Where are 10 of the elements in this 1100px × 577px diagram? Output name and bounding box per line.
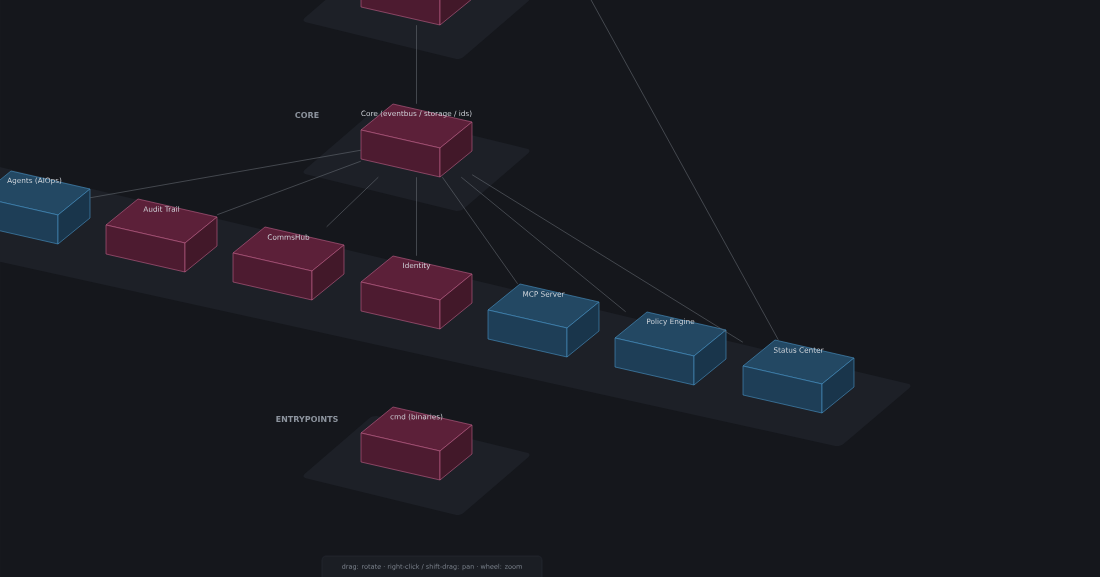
connector-line [442,176,518,285]
connector-line [89,149,362,199]
connector-line [471,174,744,343]
connector-line [216,160,362,215]
connector-line [589,0,779,341]
connector-line [416,176,417,257]
cuboid-box [360,0,473,26]
connector-line [416,24,417,105]
connector-line [326,176,379,228]
connector-line [461,176,626,313]
